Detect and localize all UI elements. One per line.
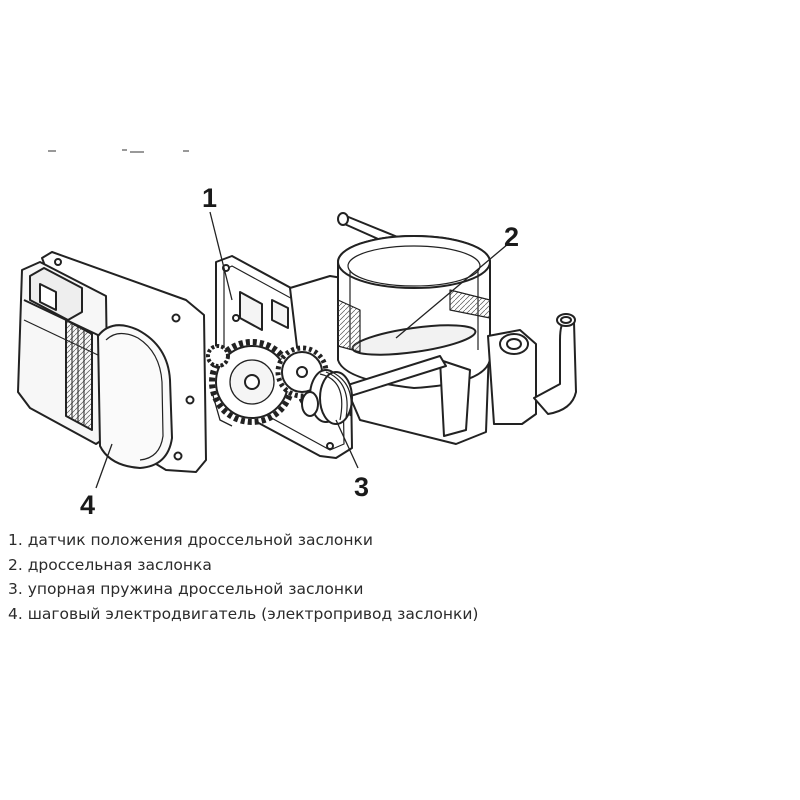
leader-line-4: [95, 443, 113, 489]
scan-artifact: [48, 149, 189, 153]
callout-1: 1: [202, 183, 217, 213]
leader-line-2: [395, 243, 509, 339]
parts-legend: 1. датчик положения дроссельной заслонки…: [8, 528, 478, 626]
callout-3: 3: [354, 472, 369, 502]
throttle-return-spring: [301, 369, 353, 425]
gear-train: [206, 339, 353, 427]
stepper-motor-housing: [17, 251, 207, 473]
legend-item-1: 1. датчик положения дроссельной заслонки: [8, 531, 373, 549]
legend-item-4: 4. шаговый электродвигатель (электроприв…: [8, 604, 479, 623]
leader-line-3: [335, 419, 359, 469]
leader-lines: [95, 211, 509, 489]
legend-item-2: 2. дроссельная заслонка: [8, 555, 212, 574]
callout-2: 2: [504, 222, 519, 252]
callout-4: 4: [80, 490, 95, 520]
legend-item-3: 3. упорная пружина дроссельной заслонки: [8, 580, 364, 598]
throttle-valve-body: [289, 212, 577, 445]
leader-line-1: [209, 211, 233, 301]
